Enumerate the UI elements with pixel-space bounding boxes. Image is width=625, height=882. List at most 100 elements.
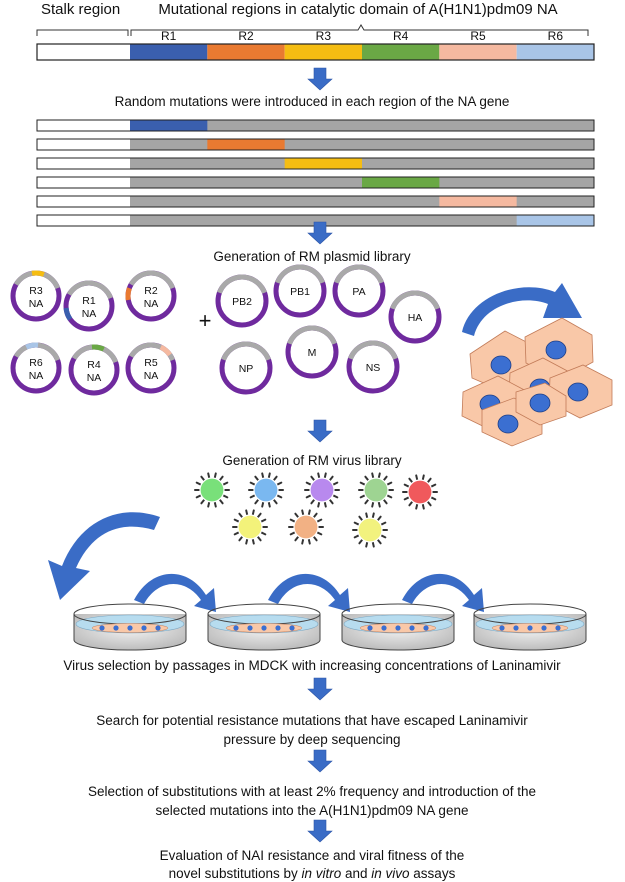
plasmid-insert-arc <box>66 280 113 300</box>
plasmid-insert-arc <box>390 290 440 310</box>
virus-particle <box>288 509 324 545</box>
virus-spike <box>379 521 387 526</box>
plasmid-mutated-arc <box>63 307 73 321</box>
virus-spike <box>421 474 425 482</box>
plasmid-mutated-arc <box>125 287 132 301</box>
mutated-bar-row <box>36 157 595 170</box>
down-arrow-2-icon <box>307 221 333 245</box>
virus-spike <box>218 475 224 482</box>
virus-spike <box>249 481 257 486</box>
virus-particle <box>194 472 230 508</box>
dish-cell-nucleus <box>367 625 373 631</box>
na-gene-bar <box>36 43 595 61</box>
plasmid-label: R5 <box>144 357 158 369</box>
region-segment <box>439 44 517 60</box>
mdck-cells-illustration <box>461 317 613 447</box>
plasmid-mutated-arc <box>91 344 105 352</box>
evaluation-in-vivo: in vivo <box>371 866 410 881</box>
virus-spike <box>200 475 206 482</box>
stalk-segment <box>37 139 130 150</box>
virus-particle <box>402 474 438 510</box>
virus-spike <box>371 500 375 508</box>
plasmid-label: NA <box>144 370 159 382</box>
plasmid-label: NS <box>366 362 381 374</box>
region-label: R5 <box>470 29 486 43</box>
dish-cell-nucleus <box>113 625 119 631</box>
plasmid-label: NA <box>29 370 44 382</box>
virus-spike <box>385 494 393 499</box>
arrow-shape <box>307 749 333 773</box>
virus-core <box>237 514 263 540</box>
virus-spike <box>301 537 305 545</box>
mutated-segment <box>439 196 517 207</box>
virus-spike <box>195 481 203 486</box>
stalk-segment <box>37 44 130 60</box>
virus-spike <box>294 512 300 519</box>
virus-spike <box>323 500 327 508</box>
virus-spike <box>289 518 297 523</box>
virus-library-particles <box>194 472 438 548</box>
virus-core <box>253 477 279 503</box>
dish-cell-nucleus <box>499 625 505 631</box>
plasmid-insert-arc <box>221 341 271 361</box>
region-label: R2 <box>238 29 254 43</box>
virus-spike <box>358 515 364 522</box>
bar-outline <box>36 119 595 132</box>
plasmid-mutated-arc <box>31 270 45 277</box>
curved-arrow-to-cells-icon <box>462 283 582 336</box>
dish-cell-nucleus <box>409 625 415 631</box>
virus-spike <box>415 502 419 510</box>
plasmid-insert-arc <box>275 264 325 284</box>
virus-spike <box>317 500 321 508</box>
cell-nucleus <box>497 414 519 434</box>
culture-dish <box>341 603 455 651</box>
virus-spike <box>359 481 367 486</box>
cell-nucleus <box>529 393 551 413</box>
virus-spike <box>267 472 271 480</box>
virus-spike <box>251 509 255 517</box>
plasmid-label: R6 <box>29 357 43 369</box>
virus-spike <box>200 498 206 505</box>
virus-spike <box>221 481 229 486</box>
bar-outline <box>36 176 595 189</box>
virus-spike <box>365 512 369 520</box>
virus-spike <box>317 472 321 480</box>
virus-spike <box>359 494 367 499</box>
virus-spike <box>207 500 211 508</box>
region-segment <box>207 44 285 60</box>
region-segment <box>516 44 594 60</box>
region-label: R3 <box>316 29 332 43</box>
virus-core <box>293 514 319 540</box>
virus-spike <box>376 538 382 545</box>
region-label: R6 <box>548 29 564 43</box>
mutated-segment <box>207 139 285 150</box>
dish-cell-nucleus <box>513 625 519 631</box>
cell <box>515 382 567 426</box>
culture-dish <box>473 603 587 651</box>
plasmid-label: R1 <box>82 295 96 307</box>
plasmid-insert-arc <box>128 270 175 290</box>
plasmid-label: PB1 <box>290 286 310 298</box>
culture-dish <box>207 603 321 651</box>
random-mutations-caption: Random mutations were introduced in each… <box>115 94 510 109</box>
virus-spike <box>415 474 419 482</box>
plasmid-ring: M <box>285 325 339 379</box>
virus-spike <box>426 500 432 507</box>
dish-cell-nucleus <box>527 625 533 631</box>
virus-spike <box>213 472 217 480</box>
virus-core <box>357 517 383 543</box>
dish-cell-nucleus <box>395 625 401 631</box>
catalytic-domain-label: Mutational regions in catalytic domain o… <box>158 1 557 18</box>
virus-spike <box>403 496 411 501</box>
plasmid-ring: NP <box>219 341 273 395</box>
bar-outline <box>36 157 595 170</box>
evaluation-caption-line2: novel substitutions by in vitro and in v… <box>169 866 456 881</box>
virus-spike <box>429 496 437 501</box>
mutated-segment <box>284 158 362 169</box>
virus-spike <box>251 537 255 545</box>
virus-spike <box>323 472 327 480</box>
